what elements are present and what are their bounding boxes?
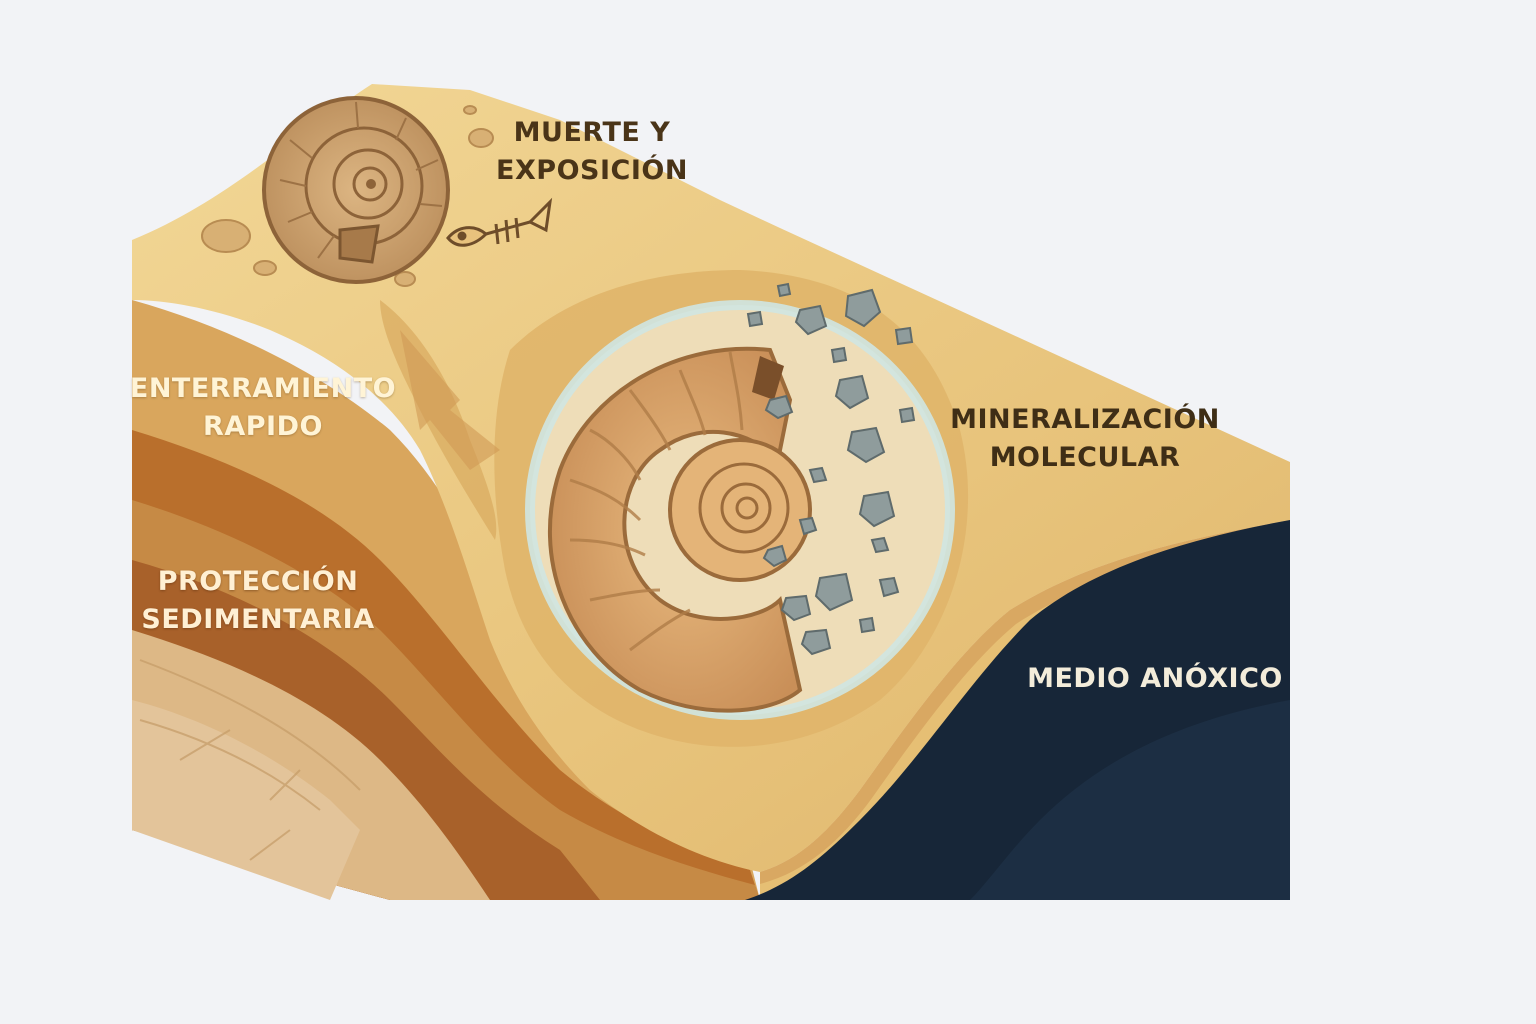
ammonite-surface-icon: [262, 96, 450, 284]
mineral-grain-icon: [746, 282, 916, 656]
label-death-line-2: EXPOSICIÓN: [496, 155, 688, 186]
label-anoxic-medium: MEDIO ANÓXICO: [1020, 660, 1290, 698]
label-mineral-line-1: MINERALIZACIÓN: [950, 404, 1220, 435]
fish-skeleton-icon: [446, 197, 553, 247]
label-anoxic-line: MEDIO ANÓXICO: [1027, 663, 1283, 694]
label-burial-line-2: RAPIDO: [203, 411, 323, 442]
label-burial-line-1: ENTERRAMIENTO: [129, 373, 397, 404]
label-protection-line-1: PROTECCIÓN: [157, 566, 359, 597]
anoxic-medium: [745, 520, 1290, 900]
sediment-layers-front: [132, 240, 760, 900]
label-death-exposure: MUERTE Y EXPOSICIÓN: [482, 114, 702, 190]
label-death-line-1: MUERTE Y: [513, 117, 671, 148]
burial-arrow-icon: [400, 330, 500, 470]
label-sediment-protection: PROTECCIÓN SEDIMENTARIA: [128, 563, 388, 639]
label-rapid-burial: ENTERRAMIENTO RAPIDO: [128, 370, 398, 446]
pebbles: [201, 105, 494, 287]
label-protection-line-2: SEDIMENTARIA: [141, 604, 375, 635]
label-molecular-mineralization: MINERALIZACIÓN MOLECULAR: [950, 401, 1220, 477]
label-mineral-line-2: MOLECULAR: [989, 442, 1181, 473]
ammonite-fossil-icon: [547, 346, 812, 713]
